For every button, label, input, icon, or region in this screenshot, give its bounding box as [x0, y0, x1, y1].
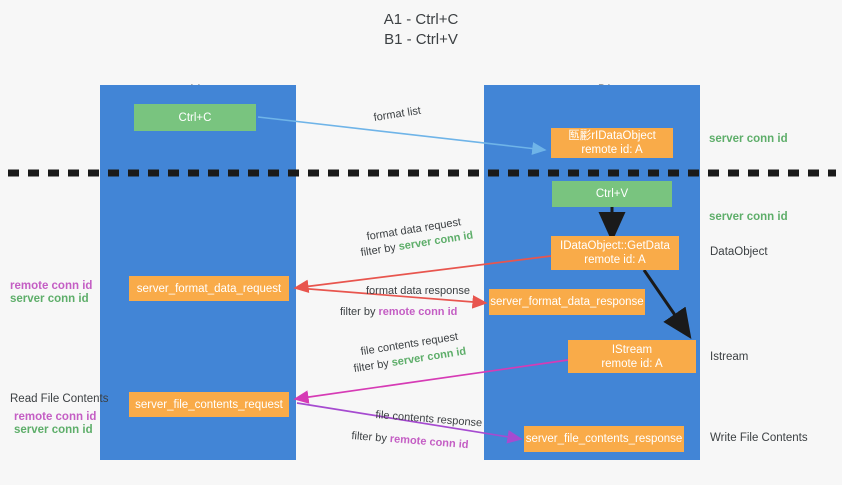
box-ctrl-v[interactable]: Ctrl+V [552, 181, 672, 207]
box-server-format-data-request[interactable]: server_format_data_request [129, 276, 289, 301]
box-ctrl-c[interactable]: Ctrl+C [134, 104, 256, 131]
edge-label-file-contents-response: file contents response [374, 408, 483, 430]
page-title: A1 - Ctrl+C B1 - Ctrl+V [383, 11, 459, 48]
box-server-file-contents-request[interactable]: server_file_contents_request [129, 392, 289, 417]
box-server-file-contents-response-label: server_file_contents_response [525, 433, 683, 445]
left-label-server-conn-id-2: server conn id [14, 424, 93, 436]
filter-by-text: filter by [340, 306, 379, 318]
right-label-dataobject: DataObject [710, 246, 768, 258]
filter-by-text: filter by [350, 429, 391, 445]
right-label-istream: Istream [710, 351, 749, 363]
box-server-file-contents-response[interactable]: server_file_contents_response [524, 426, 684, 452]
right-label-server-conn-id-1: server conn id [709, 133, 788, 145]
right-label-server-conn-id-2: server conn id [709, 211, 788, 223]
box-server-file-contents-request-label: server_file_contents_request [135, 398, 283, 411]
left-label-read-file-contents: Read File Contents [10, 393, 109, 405]
left-label-server-conn-id-1: server conn id [10, 293, 89, 305]
box-istream[interactable]: IStream remote id: A [568, 340, 696, 373]
edge-label-format-data-response: format data response [366, 285, 470, 297]
box-server-format-data-response-label: server_format_data_response [490, 296, 644, 308]
left-label-remote-conn-id-2: remote conn id [14, 411, 97, 423]
filter-by-text: filter by [359, 241, 400, 260]
box-istream-label: IStream remote id: A [601, 343, 663, 370]
box-ctrl-v-label: Ctrl+V [595, 188, 629, 200]
accent-remote-conn-id: remote conn id [378, 306, 458, 318]
box-idataobject[interactable]: 匦彲rIDataObject remote id: A [551, 128, 673, 158]
edge-label-format-list: format list [372, 104, 422, 125]
box-idataobject-getdata-label: IDataObject::GetData remote id: A [560, 240, 670, 266]
edge-label-format-data-response-filter: filter by remote conn id [340, 305, 457, 320]
edge-label-file-contents-response-filter: filter by remote conn id [351, 429, 469, 453]
box-idataobject-label: 匦彲rIDataObject remote id: A [568, 130, 656, 156]
right-label-write-file-contents: Write File Contents [710, 432, 808, 444]
box-ctrl-c-label: Ctrl+C [178, 111, 212, 124]
box-idataobject-getdata[interactable]: IDataObject::GetData remote id: A [551, 236, 679, 270]
accent-remote-conn-id: remote conn id [389, 433, 469, 452]
box-server-format-data-response[interactable]: server_format_data_response [489, 289, 645, 315]
left-label-remote-conn-id-1: remote conn id [10, 280, 93, 292]
box-server-format-data-request-label: server_format_data_request [136, 282, 282, 295]
filter-by-text: filter by [352, 357, 393, 376]
